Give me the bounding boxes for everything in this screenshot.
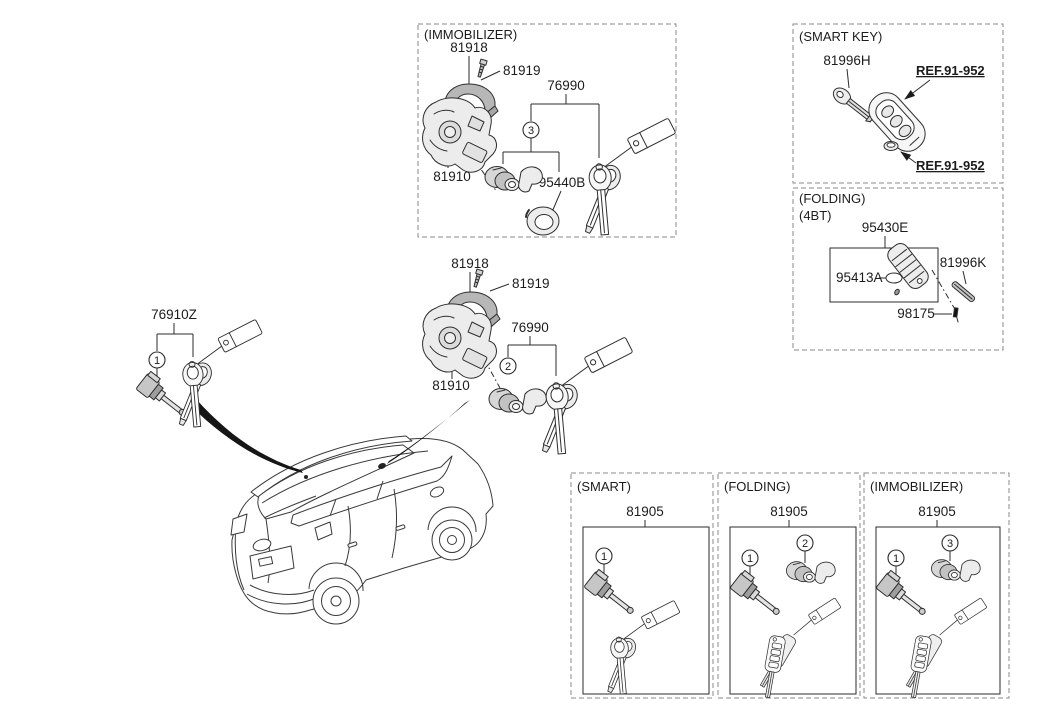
car-front-wheel xyxy=(431,519,473,561)
part-label-76990-main[interactable]: 76990 xyxy=(511,320,549,335)
blade-pivot-pin-illustration xyxy=(952,307,959,318)
ref-link-battery[interactable]: REF.91-952 xyxy=(916,158,985,173)
part-label-76990-immobilizer[interactable]: 76990 xyxy=(547,78,585,93)
section-smart-key: (SMART KEY) 81996H REF.91-952 REF.91-952 xyxy=(792,23,1004,184)
part-label-76910z[interactable]: 76910Z xyxy=(151,307,197,322)
part-label-81905-immobilizer[interactable]: 81905 xyxy=(918,504,956,519)
immobilizer-antenna-ring-illustration xyxy=(525,206,560,236)
part-label-81905-smart[interactable]: 81905 xyxy=(626,504,664,519)
folding-key-blade-illustration xyxy=(950,280,977,304)
kit-folding-frame xyxy=(729,526,857,695)
car-door-handle-front xyxy=(395,524,406,531)
folding-box-title-line1: (FOLDING) xyxy=(799,191,865,206)
car-rear-glass xyxy=(257,444,415,520)
callout-3-number: 3 xyxy=(528,125,534,137)
immobilizer-box-border xyxy=(417,23,677,238)
roof-antenna-point xyxy=(378,463,386,469)
car-side-glass xyxy=(290,455,453,527)
smart-key-box-title: (SMART KEY) xyxy=(799,29,882,44)
callout-1-number: 1 xyxy=(154,355,160,367)
kit-folding-title: (FOLDING) xyxy=(724,479,790,494)
clamp-screw-illustration xyxy=(475,58,488,79)
section-immobilizer-top: (IMMOBILIZER) 81918 81919 81910 76990 3 … xyxy=(417,23,677,238)
smart-key-box-border xyxy=(792,23,1004,184)
car-side-mirror xyxy=(429,486,445,498)
callout-circle-1 xyxy=(148,351,166,369)
part-label-81996k[interactable]: 81996K xyxy=(940,255,987,270)
door-lock-cylinder-illustration xyxy=(729,569,788,622)
kit-folding-callout-2-number: 2 xyxy=(802,538,808,550)
car-rear-wheel xyxy=(312,577,360,625)
kit-immobilizer-title: (IMMOBILIZER) xyxy=(870,479,963,494)
ignition-lock-housing-illustration xyxy=(422,303,497,379)
kit-folding-callout-1-number: 1 xyxy=(747,553,753,565)
key-set-illustration xyxy=(534,336,634,456)
part-label-95430e[interactable]: 95430E xyxy=(862,220,909,235)
fob-button-pad-illustration xyxy=(894,288,900,296)
section-ignition-main: 81918 81919 81910 76990 2 xyxy=(422,256,634,456)
leader-swoosh-right xyxy=(387,400,470,464)
part-label-81919-main[interactable]: 81919 xyxy=(512,276,550,291)
ignition-cylinder-illustration xyxy=(484,166,543,193)
door-lock-cylinder-illustration xyxy=(583,568,642,621)
ignition-cylinder-illustration xyxy=(786,561,836,584)
folding-key-set-illustration xyxy=(756,597,842,700)
part-label-95440b[interactable]: 95440B xyxy=(539,175,586,190)
car-taillight-left xyxy=(230,513,248,536)
leader-swoosh-left xyxy=(190,399,303,473)
part-label-81918-immobilizer[interactable]: 81918 xyxy=(450,40,488,55)
immobilizer-box-title: (IMMOBILIZER) xyxy=(424,27,517,42)
door-lock-point xyxy=(304,475,308,479)
door-lock-cylinder-illustration xyxy=(875,569,934,622)
kit-smart-callout-1-number: 1 xyxy=(601,551,607,563)
kit-immobilizer-callout-1-number: 1 xyxy=(893,553,899,565)
car-spoiler xyxy=(250,435,413,498)
ignition-cylinder-illustration xyxy=(931,559,981,582)
car-taillight-right xyxy=(314,521,333,541)
part-label-98175[interactable]: 98175 xyxy=(897,306,935,321)
section-folding-4bt: (FOLDING) (4BT) 95430E 95413A 81996K 981… xyxy=(792,187,1004,351)
folding-key-set-illustration xyxy=(902,597,988,700)
part-label-81918-main[interactable]: 81918 xyxy=(451,256,489,271)
key-set-illustration xyxy=(577,117,677,237)
part-label-81919-immobilizer[interactable]: 81919 xyxy=(503,63,541,78)
folding-fob-frame xyxy=(829,247,939,303)
fob-gasket-illustration xyxy=(885,272,903,284)
part-label-81910-immobilizer[interactable]: 81910 xyxy=(433,169,471,184)
section-kit-immobilizer: (IMMOBILIZER) 81905 1 3 xyxy=(863,472,1010,700)
ref-link-smart-fob[interactable]: REF.91-952 xyxy=(916,63,985,78)
kit-smart-title: (SMART) xyxy=(577,479,631,494)
part-label-81905-folding[interactable]: 81905 xyxy=(770,504,808,519)
key-set-illustration xyxy=(601,600,681,696)
callout-2-number: 2 xyxy=(505,361,511,373)
section-kit-smart: (SMART) 81905 1 xyxy=(570,472,714,699)
folding-box-border xyxy=(792,187,1004,351)
folding-box-title-line2: (4BT) xyxy=(799,208,832,223)
section-door-key: 76910Z 1 xyxy=(135,307,263,429)
callout-circle-3 xyxy=(522,121,540,139)
car-door-handle-rear xyxy=(347,541,358,548)
clamp-screw-illustration xyxy=(471,268,484,289)
car-rear-wiper xyxy=(263,495,317,519)
part-label-95413a[interactable]: 95413A xyxy=(836,270,883,285)
part-label-81996h[interactable]: 81996H xyxy=(823,53,870,68)
key-set-illustration xyxy=(171,318,263,429)
kit-immobilizer-callout-3-number: 3 xyxy=(947,538,953,550)
kit-immobilizer-frame xyxy=(875,526,1001,695)
car-logo xyxy=(252,538,272,552)
car-roof-line xyxy=(261,450,429,504)
kit-smart-frame xyxy=(582,526,710,695)
callout-circle-2 xyxy=(499,357,517,375)
kit-immobilizer-box-border xyxy=(863,472,1010,699)
ignition-lock-housing-illustration xyxy=(422,97,497,173)
part-label-81910-main[interactable]: 81910 xyxy=(432,378,470,393)
car-illustration xyxy=(230,435,494,625)
section-kit-folding: (FOLDING) 81905 1 2 xyxy=(717,472,861,700)
ignition-cylinder-illustration xyxy=(488,388,547,415)
